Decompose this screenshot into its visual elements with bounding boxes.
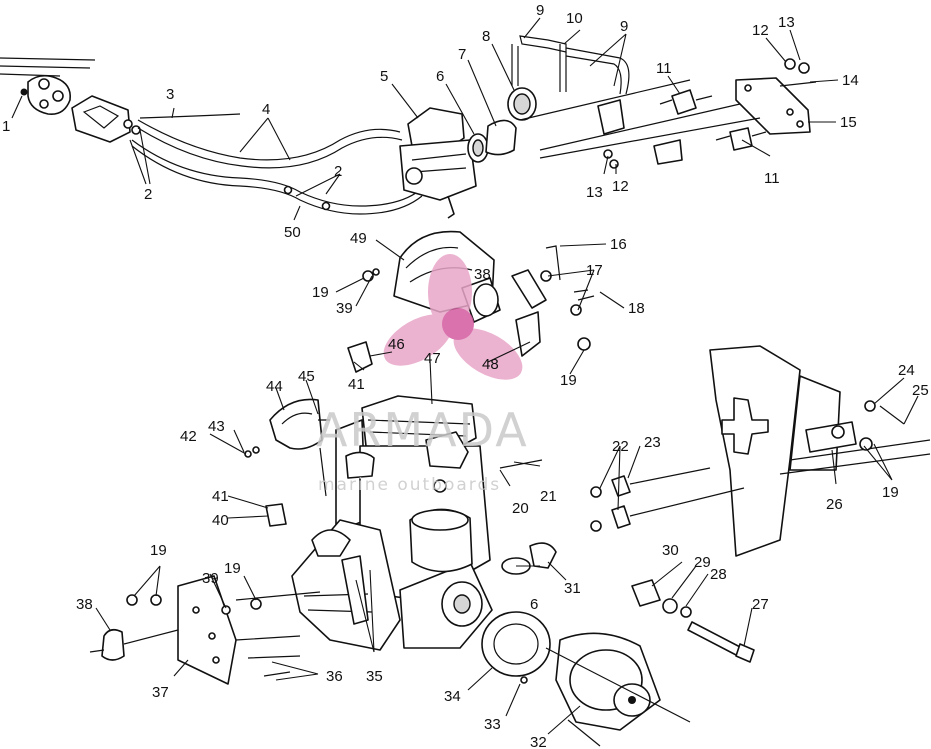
- callout-44: 44: [266, 378, 283, 395]
- callout-28: 28: [710, 566, 727, 583]
- callout-50: 50: [284, 224, 301, 241]
- callout-11: 11: [764, 170, 780, 187]
- callout-41: 41: [212, 488, 229, 505]
- callout-9: 9: [620, 18, 628, 35]
- callout-47: 47: [424, 350, 441, 367]
- watermark-tagline: marine outboards: [318, 475, 501, 495]
- callout-16: 16: [610, 236, 627, 253]
- callout-18: 18: [628, 300, 645, 317]
- engine-mount-bracket-rear: [519, 77, 811, 165]
- callout-2: 2: [144, 186, 152, 203]
- callout-29: 29: [694, 554, 711, 571]
- callout-40: 40: [212, 512, 229, 529]
- callout-34: 34: [444, 688, 461, 705]
- logo-petal: [453, 328, 523, 380]
- callout-42: 42: [180, 428, 197, 445]
- callout-10: 10: [566, 10, 583, 27]
- callout-26: 26: [826, 496, 843, 513]
- fuel-pump-assembly: [0, 57, 141, 143]
- callout-19: 19: [150, 542, 167, 559]
- callout-49: 49: [350, 230, 367, 247]
- callout-38: 38: [76, 596, 93, 613]
- callout-19: 19: [312, 284, 329, 301]
- callout-14: 14: [842, 72, 859, 89]
- callout-17: 17: [586, 262, 603, 279]
- callout-33: 33: [484, 716, 501, 733]
- callout-9: 9: [536, 2, 544, 19]
- callout-13: 13: [778, 14, 795, 31]
- callout-39: 39: [336, 300, 353, 317]
- callout-12: 12: [612, 178, 629, 195]
- callout-43: 43: [208, 418, 225, 435]
- logo-petal: [383, 314, 453, 366]
- callout-41: 41: [348, 376, 365, 393]
- carburetor-boots: [467, 87, 537, 163]
- callout-45: 45: [298, 368, 315, 385]
- carburetor: [399, 107, 477, 219]
- callout-39: 39: [202, 570, 219, 587]
- callout-36: 36: [326, 668, 343, 685]
- callout-5: 5: [380, 68, 388, 85]
- callout-19: 19: [560, 372, 577, 389]
- armada-watermark-logo: ARMADA marine outboards: [316, 254, 529, 495]
- callout-32: 32: [530, 734, 547, 749]
- callout-13: 13: [586, 184, 603, 201]
- spacer-and-bolt: [631, 579, 755, 663]
- callout-46: 46: [388, 336, 405, 353]
- callout-6: 6: [530, 596, 538, 613]
- callout-35: 35: [366, 668, 383, 685]
- chassis-frame: [709, 345, 931, 557]
- callout-24: 24: [898, 362, 915, 379]
- fuel-lines: [131, 113, 423, 215]
- intake-elbow: [269, 398, 323, 450]
- small-parts-left: [244, 341, 373, 527]
- callout-12: 12: [752, 22, 769, 39]
- callout-11: 11: [656, 60, 672, 77]
- callout-20: 20: [512, 500, 529, 517]
- callout-7: 7: [458, 46, 466, 63]
- callout-37: 37: [152, 684, 169, 701]
- leader-lines: [11, 17, 919, 735]
- callout-19: 19: [224, 560, 241, 577]
- drive-clutch: [481, 611, 691, 747]
- callout-2: 2: [334, 163, 342, 180]
- callout-25: 25: [912, 382, 929, 399]
- callout-21: 21: [540, 488, 557, 505]
- callout-38: 38: [474, 266, 491, 283]
- vent-lines: [511, 35, 630, 95]
- front-mount-plate: [89, 575, 321, 685]
- callout-31: 31: [564, 580, 581, 597]
- callout-8: 8: [482, 28, 490, 45]
- callout-30: 30: [662, 542, 679, 559]
- callout-22: 22: [612, 438, 629, 455]
- logo-core: [442, 308, 474, 340]
- callout-23: 23: [644, 434, 661, 451]
- engine-block: [291, 395, 493, 651]
- callout-6: 6: [436, 68, 444, 85]
- callout-3: 3: [166, 86, 174, 103]
- callout-1: 1: [2, 118, 10, 135]
- drive-clutch-mounts: [499, 459, 745, 575]
- watermark-brand: ARMADA: [316, 403, 529, 457]
- callout-4: 4: [262, 101, 270, 118]
- callout-19: 19: [882, 484, 899, 501]
- callout-27: 27: [752, 596, 769, 613]
- callout-15: 15: [840, 114, 857, 131]
- callout-48: 48: [482, 356, 499, 373]
